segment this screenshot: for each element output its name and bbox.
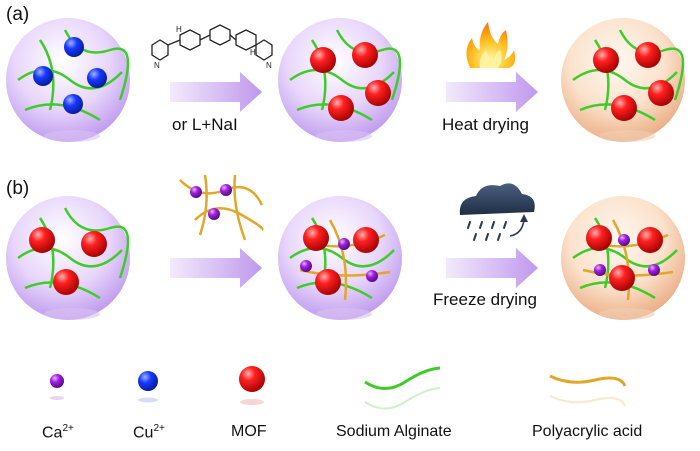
mof-particle [315, 269, 341, 295]
mof-particle [635, 42, 661, 68]
mof-particle [81, 231, 107, 257]
panel-b [6, 174, 685, 320]
mof-particle [637, 227, 663, 253]
svg-text:N: N [154, 61, 160, 70]
step-label-freeze-drying: Freeze drying [433, 290, 537, 309]
sphere-dried [561, 196, 685, 320]
paa-calcium-cluster [179, 174, 264, 241]
step-label-ligand: or L+NaI [172, 115, 238, 134]
svg-text:H: H [176, 25, 182, 34]
legend [50, 366, 627, 410]
legend-cu-label: Cu2+ [133, 423, 165, 442]
rain-cloud-icon [459, 183, 535, 241]
legend-mof-swatch [239, 366, 265, 405]
ca-ion [338, 238, 350, 250]
legend-paa-label: Polyacrylic acid [532, 423, 643, 440]
step-label-heat-drying: Heat drying [442, 115, 529, 134]
mof-particle [593, 47, 619, 73]
mof-particle [609, 265, 635, 291]
process-arrow [170, 248, 262, 288]
ca-ion [300, 260, 312, 272]
sphere-mof-paa-gel [278, 196, 402, 320]
legend-ca-label: Ca2+ [42, 423, 74, 442]
mof-particle [352, 42, 378, 68]
ca-ion [190, 186, 202, 198]
legend-ca-swatch [50, 374, 64, 400]
process-arrow [446, 72, 538, 112]
mof-particle [611, 95, 637, 121]
flame-icon [466, 22, 516, 68]
legend-paa-swatch [549, 374, 627, 407]
sphere-cu-gel [6, 18, 130, 142]
mof-particle [648, 80, 674, 106]
panel-a-tag: (a) [6, 4, 30, 25]
legend-alginate-label: Sodium Alginate [336, 423, 452, 440]
ca-ion [220, 184, 232, 196]
mof-particle [365, 80, 391, 106]
process-arrow [170, 72, 262, 112]
ca-ion [648, 264, 660, 276]
mof-particle [53, 269, 79, 295]
ca-ion [208, 208, 220, 220]
cu-ion [33, 66, 53, 86]
mof-particle [586, 225, 612, 251]
mof-particle [353, 227, 379, 253]
mof-particle [29, 227, 55, 253]
legend-cu-swatch [138, 371, 158, 403]
legend-mof-label: MOF [231, 423, 267, 440]
cu-ion [63, 94, 83, 114]
ca-ion [618, 234, 630, 246]
svg-text:H: H [250, 48, 256, 57]
panel-b-tag: (b) [6, 178, 30, 199]
sphere-mof-gel [6, 196, 130, 320]
ca-ion [366, 270, 378, 282]
mof-particle [303, 225, 329, 251]
panel-a: H H N N [6, 18, 685, 142]
ligand-structure-icon: H H N N [151, 24, 273, 70]
process-arrow [446, 248, 538, 288]
legend-alginate-swatch [364, 366, 441, 410]
sphere-mof-gel [278, 18, 402, 142]
sphere-dried [561, 18, 685, 142]
cu-ion [87, 68, 107, 88]
ca-ion [594, 264, 606, 276]
mof-particle [310, 47, 336, 73]
mof-particle [328, 95, 354, 121]
svg-text:N: N [266, 61, 272, 70]
cu-ion [64, 37, 84, 57]
